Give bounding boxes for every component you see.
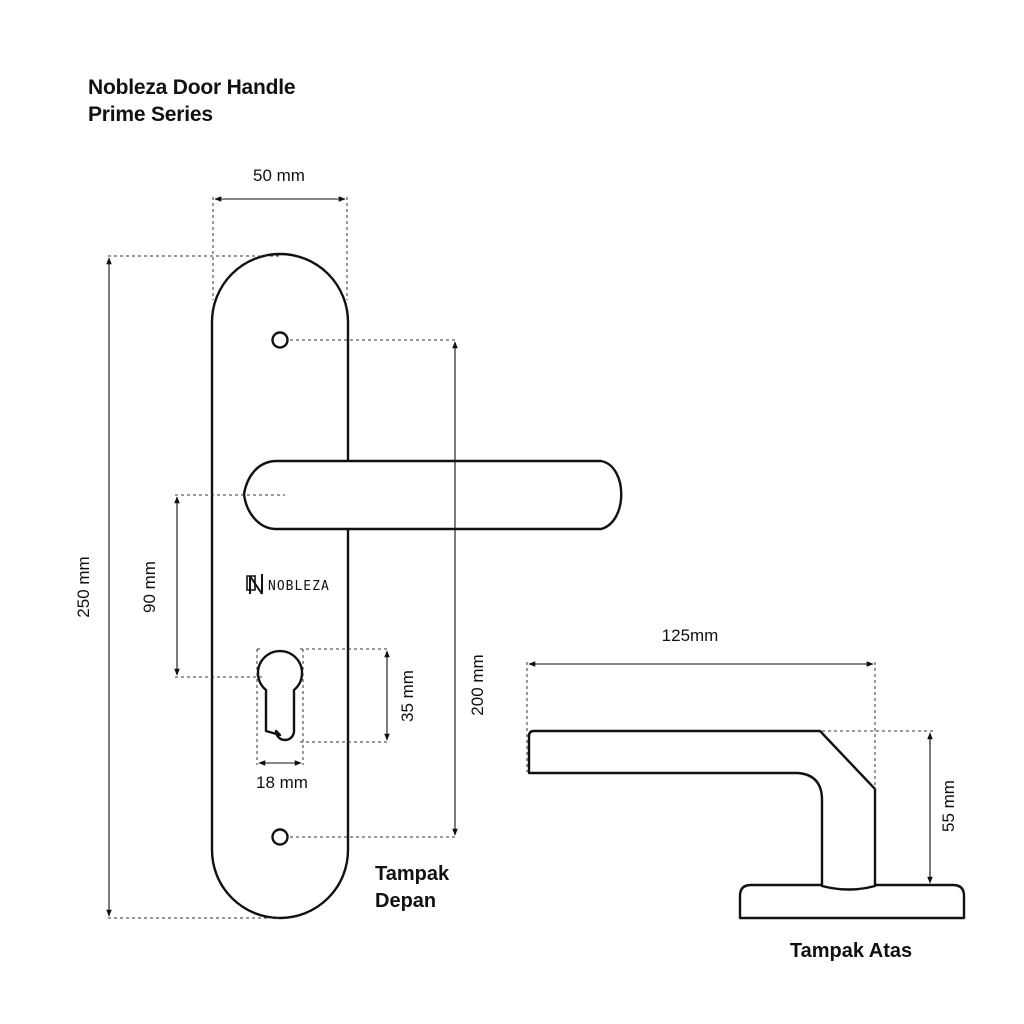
cylinder-height-label: 35 mm [398,670,417,722]
handle-length-label: 125mm [662,626,719,645]
screw-hole-bottom [271,828,289,846]
front-view: NOBLEZA 50 mm 250 mm 200 mm 90 mm [74,166,623,920]
screw-spacing-label: 200 mm [468,654,487,715]
brand-logo: NOBLEZA [246,574,330,595]
screw-hole-top [271,331,289,349]
diagram-title: Nobleza Door Handle [88,76,296,99]
cylinder-cutout [256,649,304,742]
front-view-caption-line2: Depan [375,890,436,912]
projection-label: 55 mm [939,780,958,832]
front-view-caption: Tampak [375,863,450,885]
cylinder-width-label: 18 mm [256,773,308,792]
plate-width-label: 50 mm [253,166,305,185]
lever-handle [242,459,623,531]
handle-to-cylinder-label: 90 mm [140,561,159,613]
rose-base [738,883,966,920]
logo-mark-icon [246,574,263,595]
lever-profile [527,729,877,891]
top-view: 125mm 55 mm Tampak Atas [526,626,966,962]
plate-height-label: 250 mm [74,556,93,617]
top-view-caption: Tampak Atas [790,940,912,962]
backplate-outline [210,252,350,920]
diagram-subtitle: Prime Series [88,103,213,126]
logo-wordmark: NOBLEZA [268,579,330,594]
